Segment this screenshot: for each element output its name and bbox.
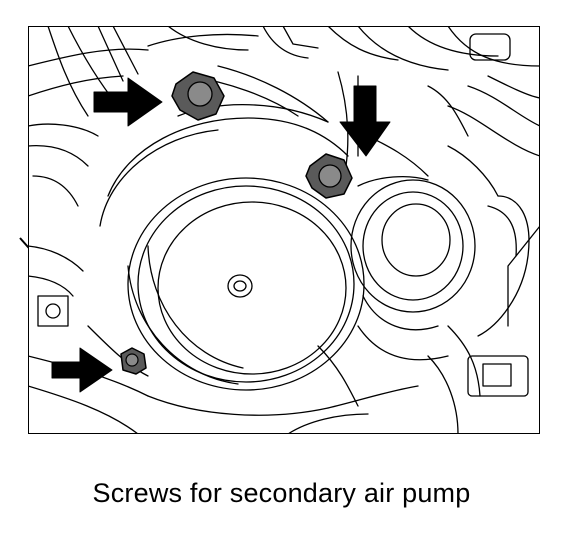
upper-right-screw [305, 153, 353, 199]
background-structure-top-left [28, 26, 319, 207]
pump-cover [127, 177, 365, 391]
arrow-lower-left [51, 347, 113, 393]
figure-caption: Screws for secondary air pump [92, 478, 471, 508]
arrow-upper-left [93, 77, 163, 127]
lower-left-screw [120, 347, 147, 375]
diagram-figure [28, 26, 540, 434]
background-structure-bottom [28, 245, 419, 434]
line-drawing [28, 26, 540, 434]
background-structure-top-right [327, 26, 540, 157]
upper-left-screw [171, 71, 225, 121]
right-bracket [427, 145, 540, 434]
right-cylinder [350, 135, 476, 361]
arrow-upper-right [339, 85, 391, 157]
